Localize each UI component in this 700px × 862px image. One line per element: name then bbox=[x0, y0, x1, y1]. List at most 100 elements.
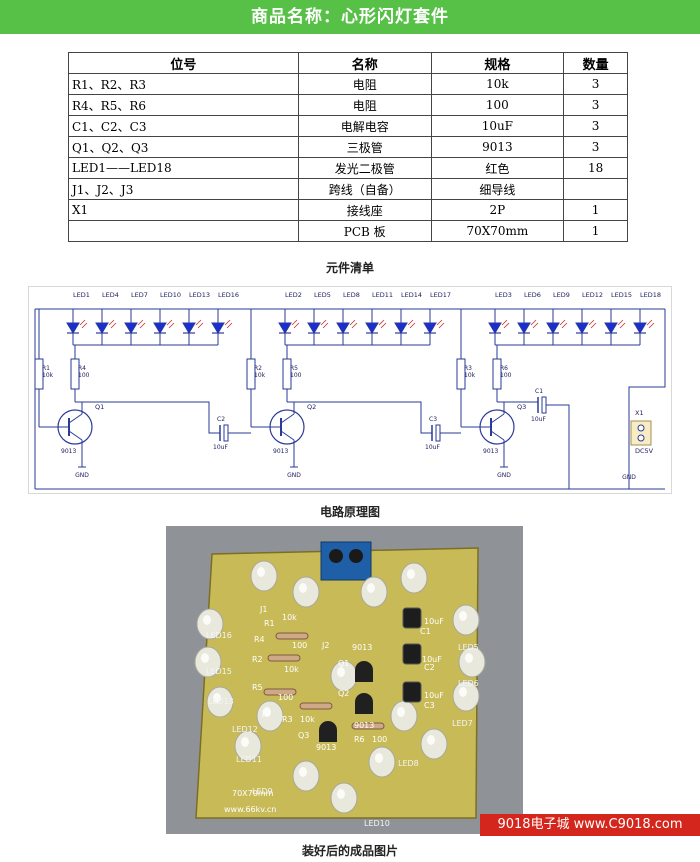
silkscreen-label: 9013 bbox=[354, 721, 374, 730]
led-highlight bbox=[213, 693, 221, 703]
led-label: LED9 bbox=[553, 291, 570, 299]
capacitor-icon bbox=[402, 643, 422, 665]
cell-ref: Q1、Q2、Q3 bbox=[68, 136, 299, 158]
led-label: LED8 bbox=[343, 291, 360, 299]
light-arrow-icon bbox=[226, 322, 233, 329]
resistor-label: R3 bbox=[464, 365, 472, 372]
light-arrow-icon bbox=[378, 319, 385, 326]
led-silk-label: LED13 bbox=[208, 697, 234, 706]
transistor-part: 9013 bbox=[273, 448, 288, 455]
cell-spec: 2P bbox=[430, 199, 565, 221]
header-qty: 数量 bbox=[563, 52, 628, 74]
led-silk-label: LED15 bbox=[206, 667, 232, 676]
light-arrow-icon bbox=[407, 319, 414, 326]
silkscreen-label: J2 bbox=[321, 641, 329, 650]
led-diode-icon bbox=[307, 322, 321, 334]
capacitor-value: 10uF bbox=[213, 444, 228, 451]
resistor-icon bbox=[299, 702, 333, 710]
silkscreen-label: 100 bbox=[372, 735, 387, 744]
light-arrow-icon bbox=[293, 322, 300, 329]
gnd-label: GND bbox=[622, 474, 636, 481]
silkscreen-label: 10uF bbox=[424, 691, 444, 700]
cell-spec: 细导线 bbox=[430, 178, 565, 200]
light-arrow-icon bbox=[79, 319, 86, 326]
led-label: LED15 bbox=[611, 291, 632, 299]
silkscreen-label: C2 bbox=[424, 663, 435, 672]
led-diode-icon bbox=[211, 322, 225, 334]
resistor-value: 100 bbox=[500, 372, 512, 379]
led-highlight bbox=[299, 583, 307, 593]
led-bulb-icon bbox=[292, 760, 320, 792]
light-arrow-icon bbox=[590, 322, 597, 329]
transistor-label: Q1 bbox=[95, 403, 104, 411]
silkscreen-label: 100 bbox=[292, 641, 307, 650]
cell-name: 跨线（自备） bbox=[297, 178, 432, 200]
connector-label: X1 bbox=[635, 409, 644, 417]
led-silk-label: LED7 bbox=[452, 719, 473, 728]
cell-ref: J1、J2、J3 bbox=[68, 178, 299, 200]
led-bulb-icon bbox=[196, 608, 224, 640]
silkscreen-label: 100 bbox=[278, 693, 293, 702]
led-silk-label: LED11 bbox=[236, 755, 262, 764]
led-label: LED1 bbox=[73, 291, 90, 299]
led-silk-label: LED6 bbox=[458, 679, 479, 688]
resistor-label: R5 bbox=[290, 365, 298, 372]
led-silk-label: LED16 bbox=[206, 631, 232, 640]
capacitor-label: C2 bbox=[217, 416, 225, 423]
silkscreen-label: 9013 bbox=[352, 643, 372, 652]
led-bulb-icon bbox=[234, 730, 262, 762]
led-highlight bbox=[459, 687, 467, 697]
led-bulb-icon bbox=[292, 576, 320, 608]
led-diode-icon bbox=[488, 322, 502, 334]
coupling-wire bbox=[557, 404, 570, 489]
transistor-icon bbox=[319, 721, 337, 742]
cell-spec: 10uF bbox=[430, 115, 565, 137]
silkscreen-label: 10k bbox=[284, 665, 299, 674]
led-highlight bbox=[337, 789, 345, 799]
led-label: LED16 bbox=[218, 291, 239, 299]
light-arrow-icon bbox=[81, 322, 88, 329]
light-arrow-icon bbox=[619, 322, 626, 329]
led-label: LED11 bbox=[372, 291, 393, 299]
screw-icon bbox=[349, 549, 363, 563]
light-arrow-icon bbox=[322, 322, 329, 329]
led-silk-label: LED9 bbox=[252, 787, 273, 796]
schematic-caption: 电路原理图 bbox=[319, 505, 380, 519]
light-arrow-icon bbox=[617, 319, 624, 326]
light-arrow-icon bbox=[168, 322, 175, 329]
transistor-part: 9013 bbox=[61, 448, 76, 455]
connector-voltage-label: DC5V bbox=[635, 447, 654, 455]
connector-pin bbox=[637, 434, 645, 442]
silkscreen-label: R4 bbox=[254, 635, 265, 644]
capacitor-value: 10uF bbox=[531, 416, 546, 423]
silkscreen-label: R1 bbox=[264, 619, 275, 628]
silkscreen-label: R6 bbox=[354, 735, 365, 744]
light-arrow-icon bbox=[409, 322, 416, 329]
cell-qty: 3 bbox=[563, 115, 628, 137]
led-silk-label: LED5 bbox=[458, 643, 479, 652]
led-bulb-icon bbox=[368, 746, 396, 778]
led-label: LED5 bbox=[314, 291, 331, 299]
silkscreen-label: J1 bbox=[259, 605, 267, 614]
led-label: LED14 bbox=[401, 291, 422, 299]
light-arrow-icon bbox=[137, 319, 144, 326]
silkscreen-label: R5 bbox=[252, 683, 263, 692]
transistor-icon bbox=[355, 661, 373, 682]
connector-pin bbox=[637, 424, 645, 432]
led-highlight bbox=[337, 667, 345, 677]
led-bulb-icon bbox=[390, 700, 418, 732]
led-highlight bbox=[257, 567, 265, 577]
led-highlight bbox=[427, 735, 435, 745]
led-highlight bbox=[465, 653, 473, 663]
silkscreen-label: R2 bbox=[252, 655, 263, 664]
cell-ref: R4、R5、R6 bbox=[68, 94, 299, 116]
led-label: LED13 bbox=[189, 291, 210, 299]
silkscreen-label: 10uF bbox=[422, 655, 442, 664]
led-bulb-icon bbox=[458, 646, 486, 678]
